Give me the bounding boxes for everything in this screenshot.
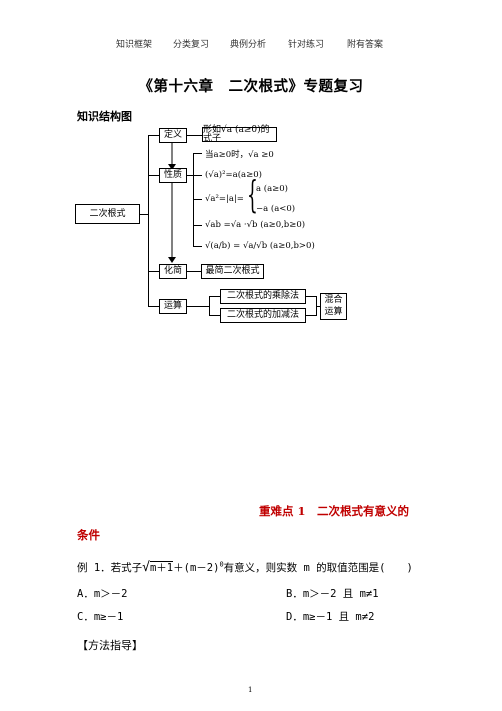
property-1: 当a≥0时，√a ≥0 [205,150,274,160]
property-4: √ab =√a ·√b (a≥0,b≥0) [205,220,306,230]
difficulty-heading-continued: 条件 [77,528,100,542]
example-question: 例 1．若式子√m＋1＋(m－2)0有意义，则实数 m 的取值范围是( ) [77,560,413,575]
connector [316,306,320,307]
connector [140,214,149,215]
connector [306,296,316,297]
definition-box: 定义 [159,128,187,143]
connector [193,153,202,154]
difficulty-heading: 重难点 1 二次根式有意义的 [259,504,410,518]
mixed-label-1: 混合 [324,295,343,306]
property-box: 性质 [159,168,187,183]
connector [193,246,202,247]
mul-div-box: 二次根式的乘除法 [220,289,306,304]
example-suffix: 有意义，则实数 m 的取值范围是( ) [223,562,413,574]
connector [306,315,316,316]
branch-line [148,135,159,136]
connector [187,135,202,136]
example-prefix: 例 1．若式子 [77,562,143,574]
property-2: (√a)²=a(a≥0) [205,170,262,180]
branch-line [148,306,159,307]
nav-item-framework[interactable]: 知识框架 [116,40,153,50]
section-title: 知识结构图 [77,110,132,123]
example-middle: ＋(m－2) [173,562,220,574]
operation-box: 运算 [159,299,187,314]
connector [209,315,220,316]
connector [187,271,202,272]
branch-line [148,271,159,272]
branch-line [148,175,159,176]
option-b[interactable]: B．m＞－2 且 m≠1 [286,588,379,600]
op-bracket-left [209,296,210,316]
example-radicand: m＋1 [149,561,174,574]
connector [193,225,202,226]
option-a[interactable]: A．m＞－2 [77,588,128,600]
connector [193,175,202,176]
definition-content-box: 形如√a (a≥0)的式子 [202,125,277,143]
nav-item-classified-review[interactable]: 分类复习 [173,40,210,50]
simplify-box: 化简 [159,264,187,279]
connector [193,199,202,200]
connector [187,175,193,176]
add-sub-box: 二次根式的加减法 [220,308,306,323]
property-3-case-2: −a (a<0) [256,204,296,214]
sqrt-icon: √ [142,560,150,575]
page-number: 1 [248,686,253,694]
connector [209,296,220,297]
trunk-line [148,135,149,307]
mixed-label-2: 运算 [324,306,343,317]
option-d[interactable]: D．m≥－1 且 m≠2 [286,611,375,623]
mixed-operation-box: 混合 运算 [320,293,347,320]
diagram-root-box: 二次根式 [75,204,140,224]
simplest-radical-box: 最简二次根式 [201,264,264,279]
option-c[interactable]: C．m≥－1 [77,611,124,623]
page-title: 《第十六章 二次根式》专题复习 [138,78,364,95]
nav-item-example-analysis[interactable]: 典例分析 [230,40,267,50]
example-exponent: 0 [219,560,224,569]
nav-item-practice[interactable]: 针对练习 [288,40,325,50]
down-arrows [168,143,176,263]
brace-icon: { [247,174,258,219]
property-3: √a²=|a|= [205,194,244,204]
nav-item-answers[interactable]: 附有答案 [347,40,384,50]
method-heading: 【方法指导】 [77,639,143,652]
connector [187,306,209,307]
property-5: √(a/b) = √a/√b (a≥0,b>0) [205,241,315,251]
property-3-case-1: a (a≥0) [256,184,288,194]
